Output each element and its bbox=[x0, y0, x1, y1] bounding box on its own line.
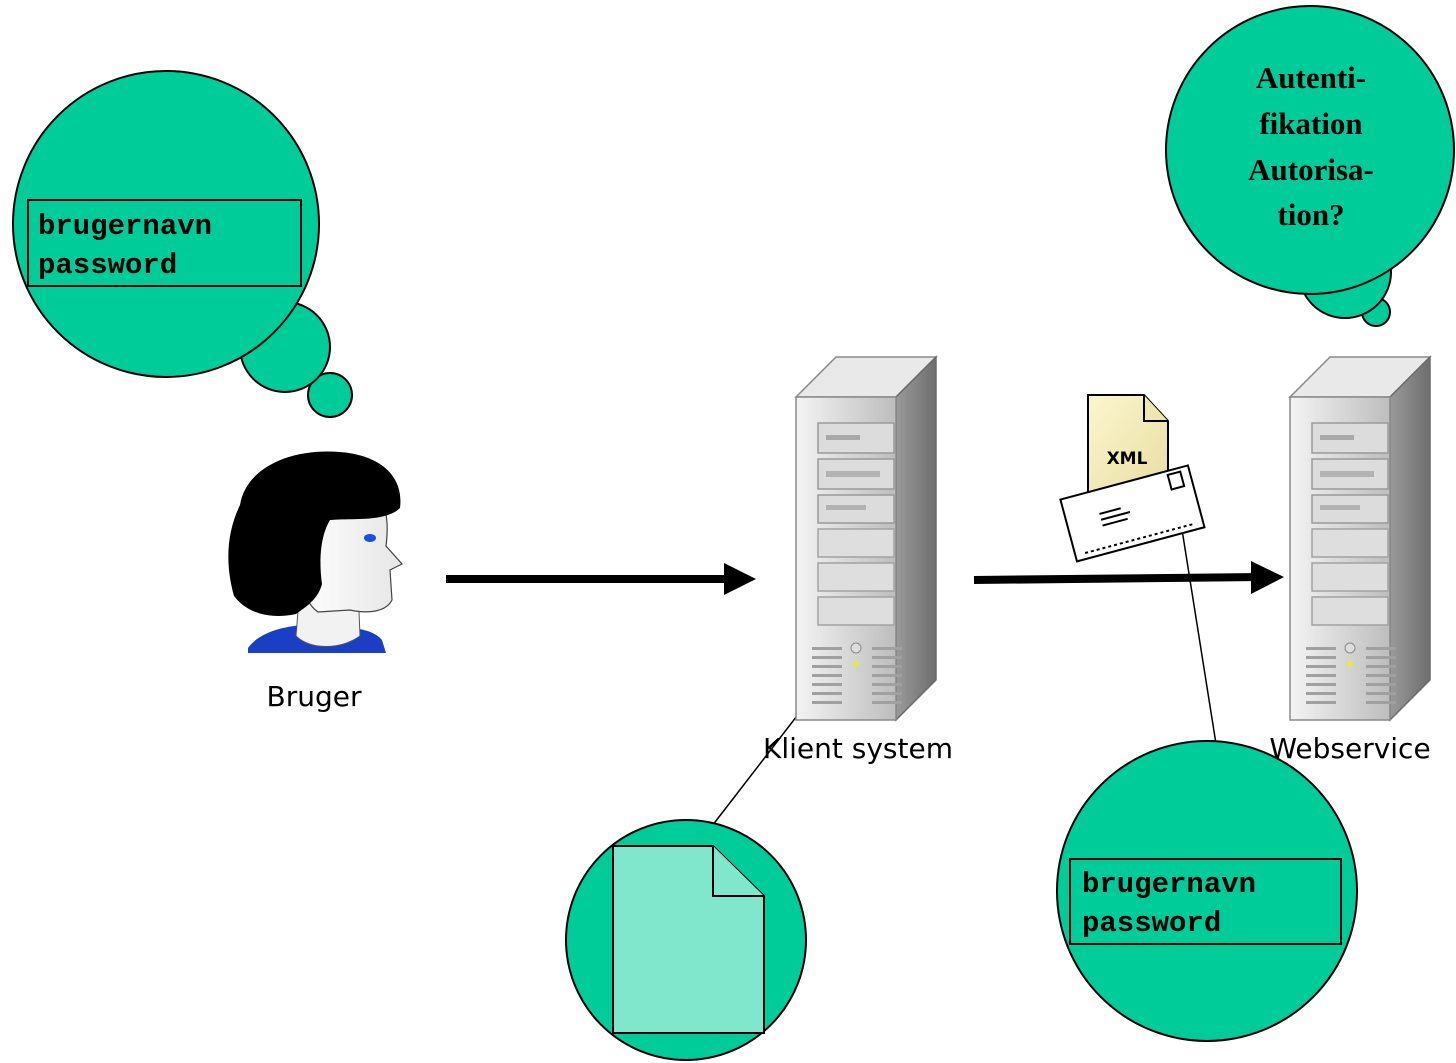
client-document-connector bbox=[711, 711, 801, 827]
auth-line-4: tion? bbox=[1277, 197, 1344, 232]
credentials-username-text: brugernavn bbox=[1082, 868, 1256, 901]
credentials-password-text: password bbox=[1082, 907, 1221, 940]
auth-line-3: Autorisa- bbox=[1248, 152, 1374, 187]
client-label: Klient system bbox=[763, 732, 953, 765]
document-bubble bbox=[565, 819, 807, 1061]
service-label: Webservice bbox=[1269, 732, 1430, 765]
credentials-box bbox=[1069, 858, 1342, 945]
envelope-credentials-connector bbox=[1179, 516, 1221, 770]
service-server-icon bbox=[1289, 356, 1431, 721]
user-credentials-box bbox=[27, 199, 302, 287]
auth-line-1: Autenti- bbox=[1256, 60, 1366, 95]
person-icon bbox=[228, 451, 403, 653]
client-server-icon bbox=[795, 356, 937, 721]
user-thought-bubble: brugernavn password bbox=[12, 70, 353, 418]
auth-line-2: fikation bbox=[1259, 106, 1362, 141]
user-username-text: brugernavn bbox=[38, 210, 212, 243]
user-label: Bruger bbox=[267, 680, 362, 713]
credentials-bubble: brugernavn password bbox=[1056, 740, 1358, 1042]
auth-thought-bubble: Autenti- fikation Autorisa- tion? bbox=[1165, 5, 1455, 327]
user-password-text: password bbox=[38, 249, 177, 282]
xml-label: XML bbox=[1107, 449, 1148, 469]
user-to-client-arrow bbox=[446, 563, 756, 595]
xml-envelope-icon: XML bbox=[1059, 394, 1206, 563]
client-to-service-arrow bbox=[973, 561, 1284, 594]
